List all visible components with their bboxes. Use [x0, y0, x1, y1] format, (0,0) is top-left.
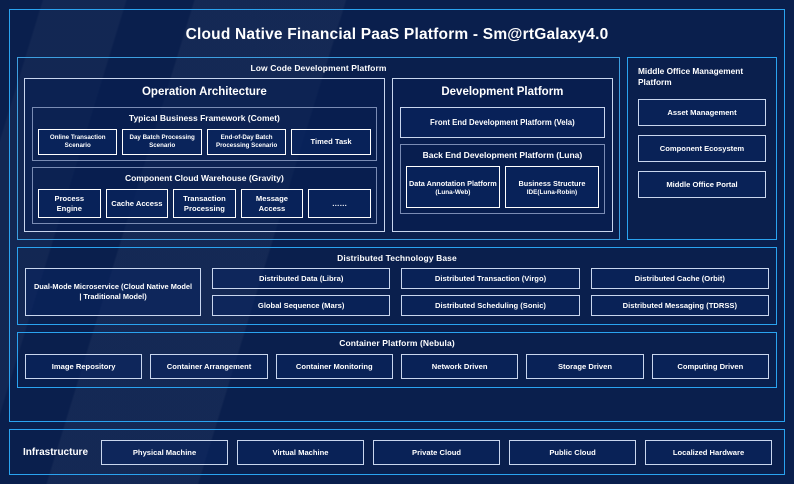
- typical-business-framework-group: Typical Business Framework (Comet) Onlin…: [32, 107, 377, 161]
- typical-business-framework-title: Typical Business Framework (Comet): [128, 113, 280, 123]
- infrastructure-label: Infrastructure: [23, 446, 89, 458]
- upper-row: Low Code Development Platform Operation …: [17, 57, 777, 241]
- chip-cache-access[interactable]: Cache Access: [105, 188, 169, 219]
- back-end-items: Data Annotation Platform (Luna-Web) Busi…: [405, 166, 600, 208]
- chip-public-cloud[interactable]: Public Cloud: [509, 439, 637, 465]
- chip-distributed-cache[interactable]: Distributed Cache (Orbit): [590, 268, 769, 290]
- middle-office-management-platform: Middle Office Management Platform Asset …: [627, 57, 777, 241]
- chip-business-structure-code: IDE(Luna-Robin): [526, 188, 578, 196]
- front-end-development-platform[interactable]: Front End Development Platform (Vela): [399, 107, 605, 138]
- chip-data-annotation-platform[interactable]: Data Annotation Platform (Luna-Web): [405, 166, 500, 208]
- chip-distributed-scheduling[interactable]: Distributed Scheduling (Sonic): [401, 295, 580, 317]
- container-platform-title: Container Platform (Nebula): [339, 338, 455, 349]
- component-cloud-warehouse-items: Process Engine Cache Access Transaction …: [38, 188, 371, 219]
- chip-physical-machine[interactable]: Physical Machine: [101, 439, 229, 465]
- back-end-development-platform-group: Back End Development Platform (Luna) Dat…: [399, 144, 605, 214]
- chip-virtual-machine[interactable]: Virtual Machine: [237, 439, 365, 465]
- chip-more-ellipsis[interactable]: ……: [308, 188, 371, 219]
- chip-distributed-transaction[interactable]: Distributed Transaction (Virgo): [401, 268, 580, 290]
- chip-business-structure-name: Business Structure: [518, 179, 586, 189]
- chip-network-driven[interactable]: Network Driven: [400, 354, 519, 380]
- distributed-technology-base-title: Distributed Technology Base: [337, 253, 457, 264]
- chip-private-cloud[interactable]: Private Cloud: [373, 439, 501, 465]
- low-code-development-platform: Low Code Development Platform Operation …: [17, 57, 620, 241]
- development-platform-title: Development Platform: [441, 86, 564, 98]
- distributed-technology-base-panel: Distributed Technology Base Dual-Mode Mi…: [17, 247, 777, 326]
- distributed-technology-base-grid: Distributed Data (Libra) Distributed Tra…: [212, 268, 769, 317]
- low-code-columns: Operation Architecture Typical Business …: [24, 78, 613, 233]
- chip-process-engine[interactable]: Process Engine: [38, 188, 101, 219]
- operation-architecture-panel: Operation Architecture Typical Business …: [24, 78, 385, 233]
- platform-main-frame: Cloud Native Financial PaaS Platform - S…: [9, 9, 785, 422]
- chip-distributed-messaging[interactable]: Distributed Messaging (TDRSS): [590, 295, 769, 317]
- chip-storage-driven[interactable]: Storage Driven: [526, 354, 644, 380]
- chip-middle-office-portal[interactable]: Middle Office Portal: [638, 171, 766, 199]
- middle-office-title: Middle Office Management Platform: [638, 66, 744, 88]
- chip-asset-management[interactable]: Asset Management: [638, 99, 766, 127]
- chip-business-structure-ide[interactable]: Business Structure IDE(Luna-Robin): [504, 166, 600, 208]
- distributed-technology-base-body: Dual-Mode Microservice (Cloud Native Mod…: [25, 268, 769, 317]
- container-platform-items: Image Repository Container Arrangement C…: [25, 354, 769, 380]
- component-cloud-warehouse-group: Component Cloud Warehouse (Gravity) Proc…: [32, 166, 377, 225]
- chip-component-ecosystem[interactable]: Component Ecosystem: [638, 135, 766, 163]
- chip-global-sequence[interactable]: Global Sequence (Mars): [212, 295, 391, 317]
- chip-computing-driven[interactable]: Computing Driven: [651, 354, 769, 380]
- operation-architecture-title: Operation Architecture: [141, 86, 267, 98]
- chip-data-annotation-platform-name: Data Annotation Platform: [409, 179, 497, 189]
- page-title: Cloud Native Financial PaaS Platform - S…: [185, 26, 609, 43]
- container-platform-panel: Container Platform (Nebula) Image Reposi…: [17, 332, 777, 389]
- chip-distributed-data[interactable]: Distributed Data (Libra): [212, 268, 391, 290]
- chip-day-batch-processing-scenario[interactable]: Day Batch Processing Scenario: [122, 129, 202, 155]
- chip-online-transaction-scenario[interactable]: Online Transaction Scenario: [38, 129, 118, 155]
- component-cloud-warehouse-title: Component Cloud Warehouse (Gravity): [124, 172, 284, 183]
- low-code-title: Low Code Development Platform: [250, 63, 387, 73]
- infrastructure-panel: Infrastructure Physical Machine Virtual …: [9, 429, 785, 475]
- chip-timed-task[interactable]: Timed Task: [291, 129, 371, 155]
- chip-image-repository[interactable]: Image Repository: [25, 354, 143, 380]
- chip-container-arrangement[interactable]: Container Arrangement: [150, 354, 268, 380]
- chip-data-annotation-platform-code: (Luna-Web): [435, 188, 471, 196]
- chip-dual-mode-microservice[interactable]: Dual-Mode Microservice (Cloud Native Mod…: [25, 268, 201, 317]
- chip-end-of-day-batch-processing-scenario[interactable]: End-of-Day Batch Processing Scenario: [206, 129, 287, 155]
- chip-container-monitoring[interactable]: Container Monitoring: [275, 354, 393, 380]
- chip-localized-hardware[interactable]: Localized Hardware: [645, 439, 773, 465]
- chip-transaction-processing[interactable]: Transaction Processing: [173, 188, 236, 219]
- chip-message-access[interactable]: Message Access: [240, 188, 304, 219]
- back-end-development-platform-title: Back End Development Platform (Luna): [422, 150, 583, 160]
- typical-business-framework-items: Online Transaction Scenario Day Batch Pr…: [38, 129, 371, 155]
- development-platform-panel: Development Platform Front End Developme…: [391, 78, 613, 233]
